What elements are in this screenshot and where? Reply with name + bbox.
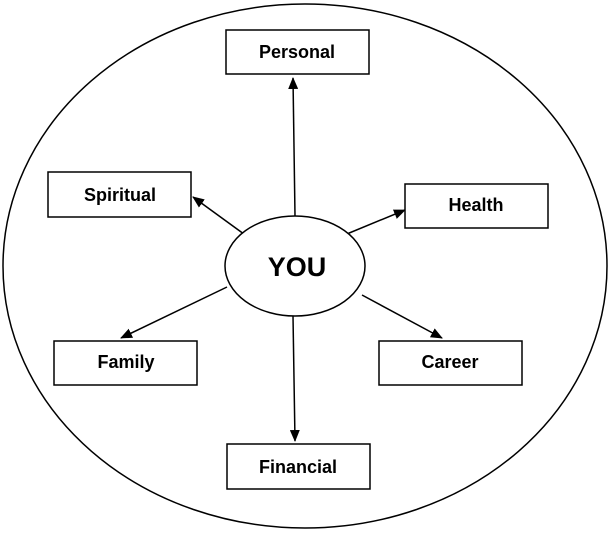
arrow-to-health bbox=[341, 209, 406, 237]
node-career-label: Career bbox=[421, 352, 478, 372]
node-career-box bbox=[378, 340, 523, 386]
node-family-box bbox=[53, 340, 198, 386]
node-spiritual-box bbox=[47, 171, 192, 218]
node-financial-label: Financial bbox=[259, 457, 337, 477]
connector-arrows bbox=[120, 77, 443, 442]
arrow-to-personal bbox=[288, 77, 299, 217]
node-personal-box bbox=[225, 29, 370, 75]
node-personal-label: Personal bbox=[259, 42, 335, 62]
node-health-box bbox=[404, 183, 549, 229]
arrow-to-family bbox=[120, 286, 228, 339]
arrow-to-spiritual bbox=[192, 196, 249, 238]
node-health-label: Health bbox=[448, 195, 503, 215]
center-label: YOU bbox=[268, 252, 327, 282]
arrow-to-financial bbox=[289, 315, 300, 442]
center-node bbox=[224, 215, 366, 317]
arrow-to-career bbox=[361, 294, 443, 339]
node-spiritual-label: Spiritual bbox=[84, 185, 156, 205]
node-financial-box bbox=[226, 443, 371, 490]
node-family-label: Family bbox=[97, 352, 154, 372]
